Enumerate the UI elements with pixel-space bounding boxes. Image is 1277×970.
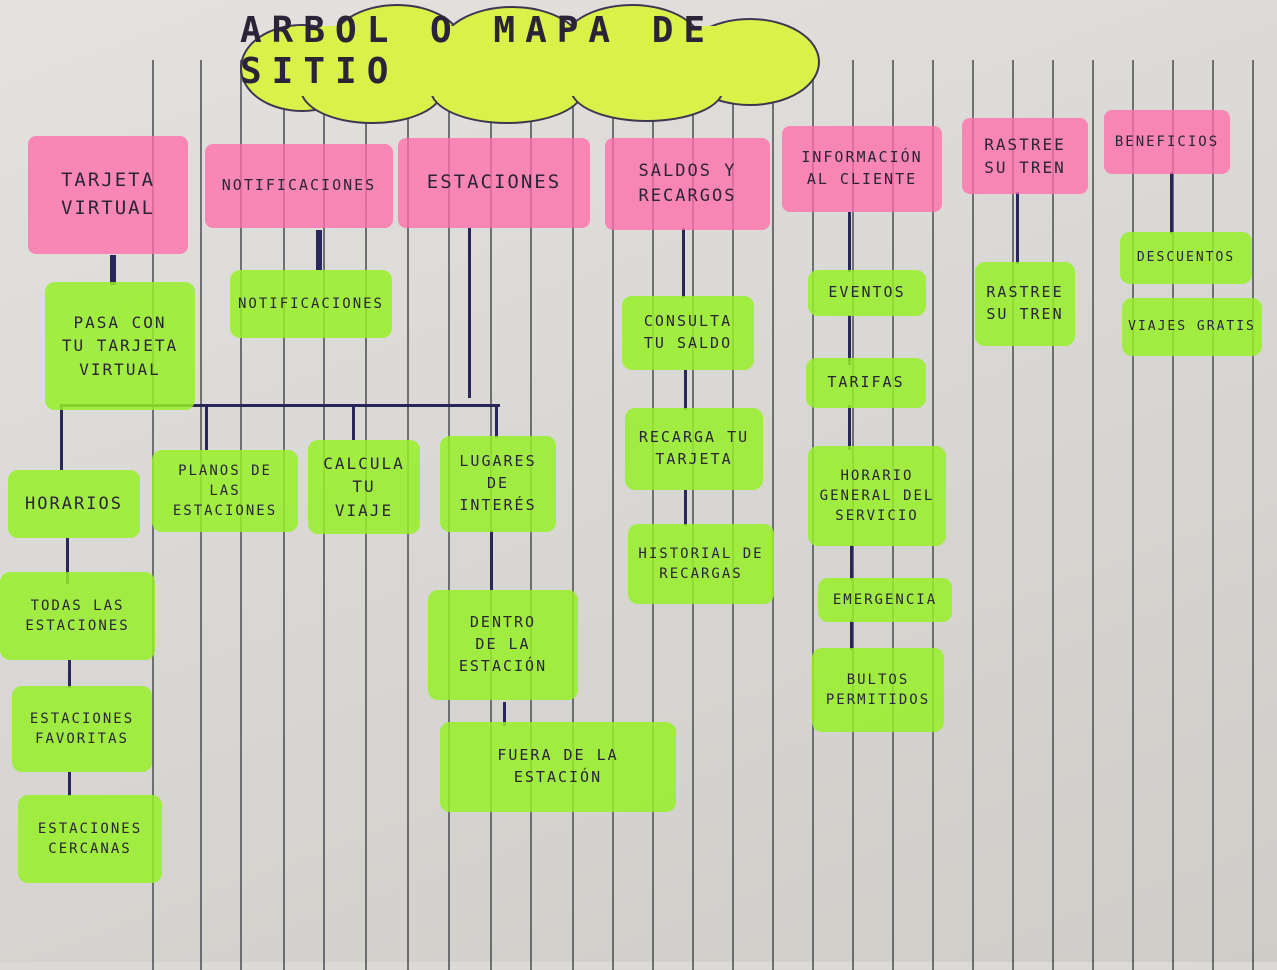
item-planos-de-las-estaciones: PLANOS DE LAS ESTACIONES [152, 450, 298, 532]
connector [316, 230, 322, 270]
item-rastree-su-tren: RASTREE SU TREN [975, 262, 1075, 346]
connector [352, 404, 355, 440]
item-todas-las-estaciones: TODAS LAS ESTACIONES [0, 572, 155, 660]
item-recarga-tu-tarjeta: RECARGA TU TARJETA [625, 408, 763, 490]
item-bultos-permitidos: BULTOS PERMITIDOS [812, 648, 944, 732]
item-dentro-de-la-estacion: DENTRO DE LA ESTACIÓN [428, 590, 578, 700]
category-rastree-su-tren: RASTREE SU TREN [962, 118, 1088, 194]
item-tarifas: TARIFAS [806, 358, 926, 408]
item-calcula-tu-viaje: CALCULA TU VIAJE [308, 440, 420, 534]
item-horarios: HORARIOS [8, 470, 140, 538]
category-saldos-recargos: SALDOS Y RECARGOS [605, 138, 770, 230]
category-notificaciones: NOTIFICACIONES [205, 144, 393, 228]
category-estaciones: ESTACIONES [398, 138, 590, 228]
connector [682, 228, 685, 298]
connector [495, 404, 498, 438]
connector [68, 660, 71, 688]
item-estaciones-cercanas: ESTACIONES CERCANAS [18, 795, 162, 883]
item-lugares-de-interes: LUGARES DE INTERÉS [440, 436, 556, 532]
item-notificaciones: NOTIFICACIONES [230, 270, 392, 338]
item-historial-de-recargas: HISTORIAL DE RECARGAS [628, 524, 774, 604]
connector [1170, 172, 1173, 234]
connector [66, 538, 69, 584]
item-emergencia: EMERGENCIA [818, 578, 952, 622]
category-informacion-cliente: INFORMACIÓN AL CLIENTE [782, 126, 942, 212]
connector [68, 772, 71, 796]
connector [684, 370, 687, 410]
connector [490, 530, 493, 590]
connector [684, 490, 687, 526]
connector [1016, 192, 1019, 264]
item-viajes-gratis: VIAJES GRATIS [1122, 298, 1262, 356]
connector [848, 405, 851, 450]
item-estaciones-favoritas: ESTACIONES FAVORITAS [12, 686, 152, 772]
item-pasa-con-tu-tarjeta-virtual: PASA CON TU TARJETA VIRTUAL [45, 282, 195, 410]
title-cloud [240, 4, 820, 124]
item-consulta-tu-saldo: CONSULTA TU SALDO [622, 296, 754, 370]
category-beneficios: BENEFICIOS [1104, 110, 1230, 174]
connector [60, 404, 63, 470]
item-descuentos: DESCUENTOS [1120, 232, 1252, 284]
item-fuera-de-la-estacion: FUERA DE LA ESTACIÓN [440, 722, 676, 812]
connector [850, 620, 853, 650]
connector [205, 404, 208, 450]
item-eventos: EVENTOS [808, 270, 926, 316]
connector [503, 702, 506, 726]
connector [110, 255, 116, 285]
item-horario-general-del-servicio: HORARIO GENERAL DEL SERVICIO [808, 446, 946, 546]
diagram-title: ARBOL O MAPA DE SITIO [240, 10, 716, 92]
connector [848, 212, 851, 272]
category-tarjeta-virtual: TARJETA VIRTUAL [28, 136, 188, 254]
connector [848, 315, 851, 365]
connector [60, 404, 500, 407]
connector [850, 545, 853, 580]
connector [468, 228, 471, 398]
